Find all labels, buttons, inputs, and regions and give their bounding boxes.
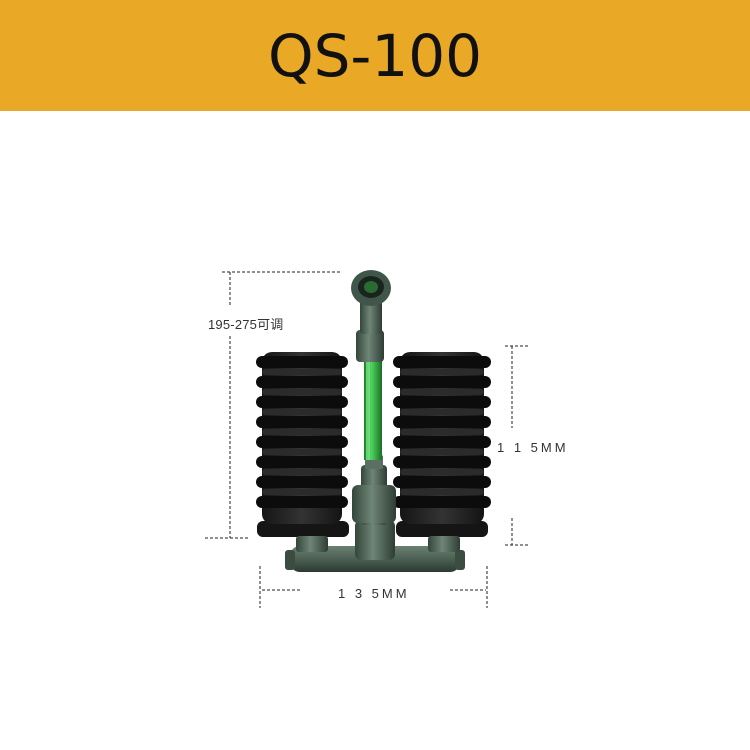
width-dimension-label: 1 3 5MM bbox=[338, 586, 410, 601]
sponge-dimension-lines bbox=[505, 345, 528, 546]
height-dimension-label: 195-275可调 bbox=[208, 317, 284, 332]
header-banner: QS-100 bbox=[0, 0, 750, 111]
width-dimension-lines bbox=[259, 566, 488, 608]
lift-tube bbox=[351, 270, 396, 525]
sponge-height-label: 1 1 5MM bbox=[497, 440, 569, 455]
product-title: QS-100 bbox=[267, 21, 483, 90]
left-sponge bbox=[256, 352, 348, 524]
right-sponge bbox=[393, 352, 491, 524]
height-dimension-lines bbox=[205, 271, 340, 539]
